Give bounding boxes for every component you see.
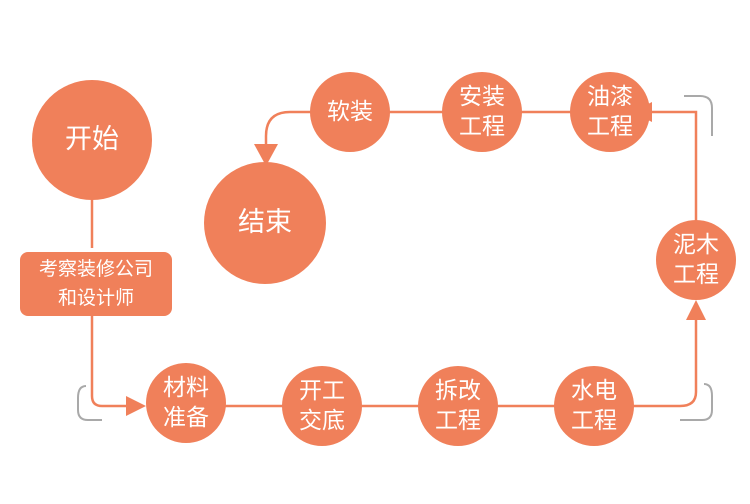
bracket-right-bottom (680, 383, 713, 421)
arrow-to-end (254, 144, 278, 166)
node-start-label: 开始 (65, 124, 119, 155)
node-kickoff-line2: 交底 (299, 408, 345, 434)
node-materials: 材料 准备 (146, 363, 226, 443)
node-painting: 油漆 工程 (570, 72, 650, 152)
node-painting-line2: 工程 (587, 114, 633, 140)
node-start: 开始 (32, 80, 152, 200)
node-inspect-line1: 考察装修公司 (38, 258, 153, 280)
node-painting-line1: 油漆 (587, 84, 633, 110)
node-plumbing: 水电 工程 (554, 366, 634, 446)
node-end: 结束 (204, 162, 326, 284)
arrow-to-materials (126, 396, 146, 416)
node-demolition-line1: 拆改 (435, 378, 481, 404)
arrow-to-masonry (686, 300, 706, 320)
node-plumbing-line2: 工程 (571, 408, 617, 434)
node-kickoff-line1: 开工 (299, 378, 345, 404)
bracket-right-top (684, 95, 713, 136)
node-masonry-line1: 泥木 (673, 232, 719, 258)
connector-bottom-row (150, 318, 698, 408)
node-masonry: 泥木 工程 (656, 220, 736, 300)
node-materials-line1: 材料 (163, 375, 209, 401)
node-demolition-line2: 工程 (435, 408, 481, 434)
node-furnishing-label: 软装 (327, 99, 373, 125)
node-demolition: 拆改 工程 (418, 366, 498, 446)
connector-right-column (650, 110, 698, 232)
node-installation-line1: 安装 (459, 84, 505, 110)
connector-inspect-to-materials (90, 316, 130, 408)
node-inspect: 考察装修公司 和设计师 (20, 252, 172, 316)
node-kickoff: 开工 交底 (282, 366, 362, 446)
node-plumbing-line1: 水电 (571, 378, 617, 404)
node-furnishing: 软装 (310, 72, 390, 152)
connector-top-row (264, 110, 650, 150)
node-installation-line2: 工程 (459, 114, 505, 140)
node-installation: 安装 工程 (442, 72, 522, 152)
node-materials-line2: 准备 (163, 405, 209, 431)
node-inspect-line2: 和设计师 (57, 287, 134, 309)
node-end-label: 结束 (238, 207, 292, 238)
node-masonry-line2: 工程 (673, 262, 719, 288)
bracket-left-bottom (77, 385, 102, 421)
